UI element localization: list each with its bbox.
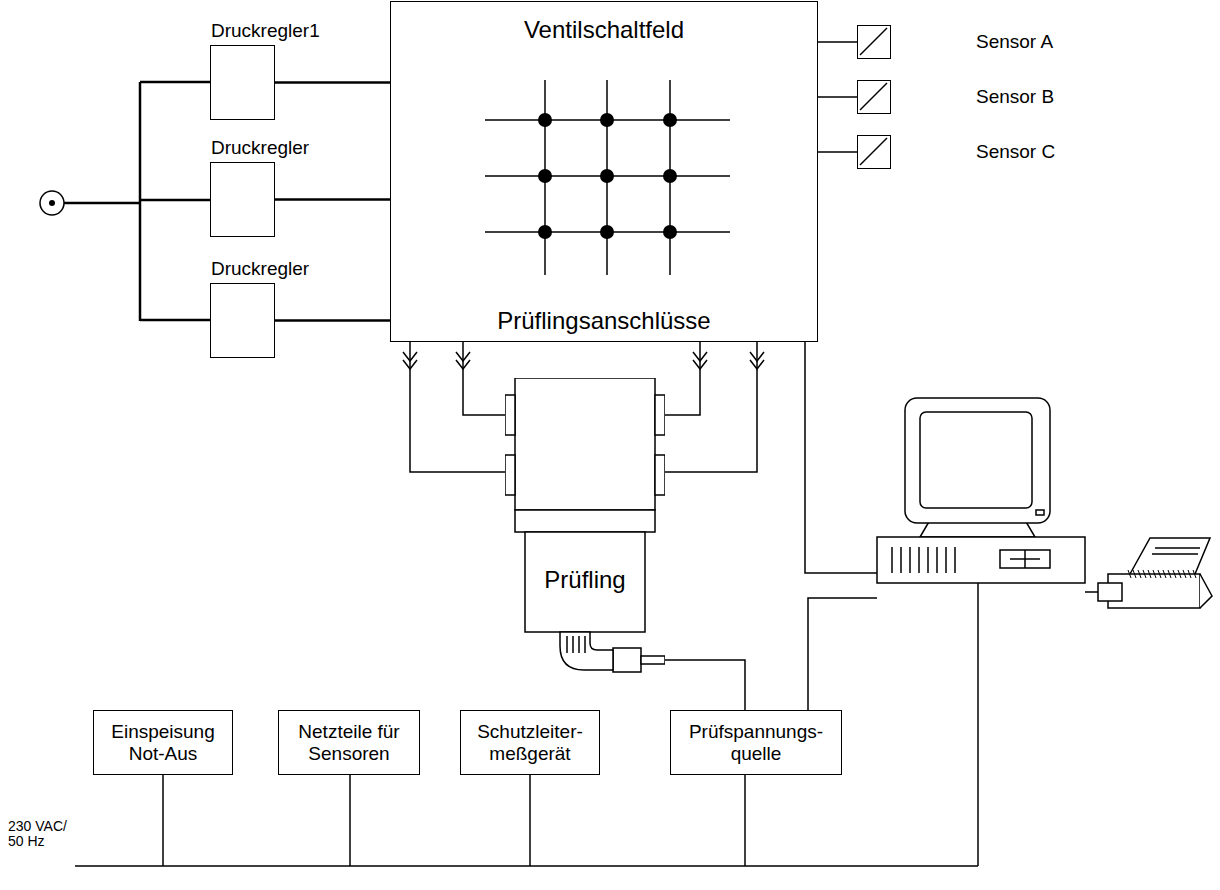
device-box: Einspeisung Not-Aus [93, 710, 233, 775]
plug-rib [584, 636, 586, 653]
node-label: Prüfspannungs- quelle [677, 721, 835, 765]
plug-rib [578, 636, 580, 653]
computer-vents [892, 547, 955, 573]
pipe-line [818, 96, 857, 98]
feed-tick [1128, 570, 1131, 578]
pipe-line [275, 319, 390, 322]
device-box: VentilschaltfeldPrüflingsanschlüsse [390, 1, 818, 342]
hose-line [410, 342, 505, 472]
feed-tick [1193, 570, 1196, 578]
housing-part [525, 532, 645, 632]
device-box: Druckregler [210, 283, 275, 358]
feed-tick [1173, 570, 1176, 578]
supply-line [139, 82, 142, 321]
device-box: Schutzleiter- meßgerät [460, 710, 600, 775]
plug-rib [572, 636, 574, 653]
device-box: Netzteile für Sensoren [278, 710, 420, 775]
node-label: Druckregler [211, 137, 309, 159]
feed-tick [1178, 570, 1181, 578]
device-box: Druckregler1 [210, 45, 275, 120]
sensor-box: Sensor B [857, 80, 891, 114]
node-label: Druckregler [211, 258, 309, 280]
pipe-line [275, 81, 390, 84]
test-object-outline [505, 378, 665, 678]
vent-slot [927, 547, 929, 573]
feed-tick [1138, 570, 1141, 578]
supply-inlet [49, 200, 55, 206]
node-label: Sensor B [976, 86, 1054, 108]
hose-coupling [403, 352, 764, 369]
node-label: Netzteile für Sensoren [285, 721, 413, 765]
sensor-symbol [858, 26, 889, 57]
pipe-line [818, 151, 857, 153]
feed-tick [1133, 570, 1136, 578]
sensor-box: Sensor A [857, 25, 891, 59]
test-cable [665, 660, 745, 710]
valve-matrix [485, 80, 730, 275]
printer-feed [1128, 570, 1196, 578]
housing-part [515, 378, 655, 510]
supply-line [140, 319, 210, 322]
feed-tick [1143, 570, 1146, 578]
housing-part [505, 395, 515, 435]
plug-rib [566, 636, 568, 653]
feed-tick [1148, 570, 1151, 578]
vent-slot [954, 547, 956, 573]
vent-slot [891, 547, 893, 573]
feed-tick [1183, 570, 1186, 578]
node-label: Ventilschaltfeld [391, 16, 817, 44]
sensor-symbol [858, 81, 889, 112]
node-label: Sensor A [976, 31, 1053, 53]
valve-dot [538, 113, 677, 239]
device-box: Druckregler [210, 162, 275, 237]
supply-line [140, 81, 210, 84]
supply-line [140, 199, 210, 202]
wire [75, 342, 1098, 866]
housing-part [655, 395, 665, 435]
vent-slot [945, 547, 947, 573]
housing-part [641, 656, 665, 664]
computer [877, 398, 1085, 583]
supply-line [64, 202, 140, 205]
plug-elbow [560, 632, 613, 670]
vent-slot [936, 547, 938, 573]
hose-line [665, 342, 700, 415]
feed-tick [1158, 570, 1161, 578]
node-label: Prüfling [525, 566, 645, 594]
node-label: Einspeisung Not-Aus [100, 721, 226, 765]
sensor-box: Sensor C [857, 135, 891, 169]
node-label: Prüflingsanschlüsse [391, 307, 817, 335]
feed-tick [1153, 570, 1156, 578]
supply-label: 230 VAC/ 50 Hz [8, 819, 74, 850]
housing-part [613, 648, 641, 672]
hose-line [665, 342, 757, 472]
feed-tick [1163, 570, 1166, 578]
pipe-line [818, 41, 857, 43]
housing-part [515, 510, 655, 532]
node-label: Sensor C [976, 141, 1055, 163]
supply-inlet [40, 191, 64, 215]
vent-slot [900, 547, 902, 573]
printer [1098, 538, 1212, 608]
vent-slot [909, 547, 911, 573]
node-label: Druckregler1 [211, 20, 320, 42]
device-box: Prüfspannungs- quelle [670, 710, 842, 775]
node-label: Schutzleiter- meßgerät [467, 721, 593, 765]
sensor-symbol [858, 136, 889, 167]
pipe-line [275, 198, 390, 201]
feed-tick [1168, 570, 1171, 578]
housing-part [505, 455, 515, 495]
feed-tick [1188, 570, 1191, 578]
test-object: Prüfling [505, 378, 665, 678]
housing-part [655, 455, 665, 495]
vent-slot [918, 547, 920, 573]
